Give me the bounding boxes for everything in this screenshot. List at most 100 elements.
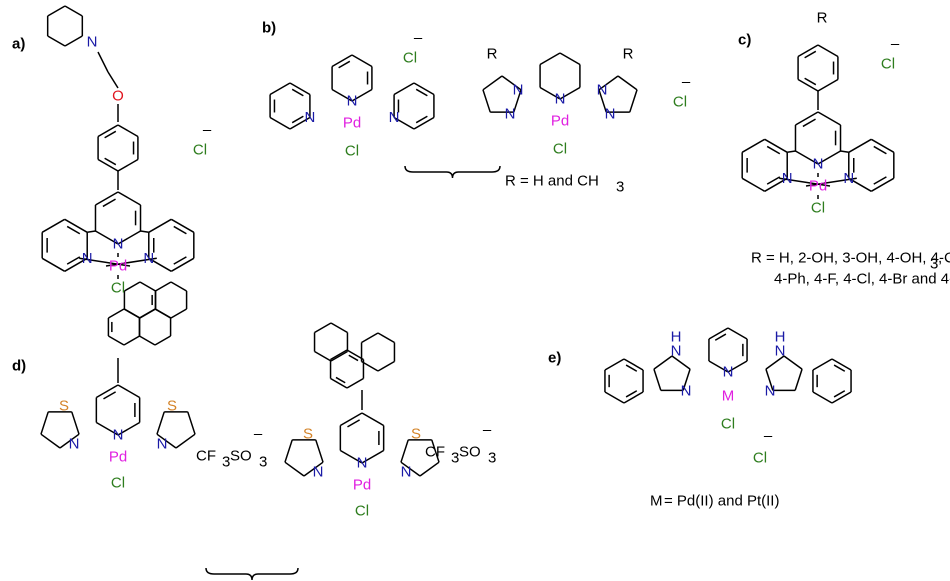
terpy-side-ring	[289, 82, 311, 96]
side-pyridine-ring	[848, 138, 872, 153]
aryl-double-bond-c	[804, 77, 817, 86]
phenyl-ring	[97, 158, 119, 172]
benzo-ring	[812, 391, 833, 404]
side-pyridine-ring	[64, 218, 88, 233]
anion-d2-sub1: 3	[451, 450, 459, 467]
d2-thiazole-ring	[400, 439, 409, 463]
d1-thiazole-ring	[156, 411, 165, 435]
caption-c1-sub: 3	[930, 256, 938, 273]
terpy-pd: Pd	[343, 115, 361, 132]
anion-d1-a: CF	[196, 448, 216, 465]
pyrene-ring-2	[170, 281, 187, 292]
phenyl-double-bond	[104, 157, 117, 166]
terpy-side-ring	[393, 82, 415, 96]
side-pyridine-ring	[41, 257, 66, 272]
aryl-ring-c	[817, 44, 839, 58]
e-central-ring	[708, 360, 729, 373]
pyrazole-ring	[482, 75, 503, 91]
metal-chloride: Cl	[811, 200, 825, 217]
pyrazole-ring	[629, 89, 638, 113]
d2-cl: Cl	[355, 503, 369, 520]
central-pyridine-ring	[795, 150, 819, 165]
pyrazole-ring	[513, 89, 522, 113]
benzo-double-bond	[625, 390, 638, 398]
central-pyridine-double-bond	[802, 118, 816, 128]
side-pyridine-double-bond	[766, 145, 781, 155]
pyrazole-ring	[482, 89, 491, 113]
e-central-ring	[708, 327, 729, 340]
phenyl-double-bond	[104, 130, 117, 139]
central-pyridine-ring	[817, 150, 841, 165]
phenanthrene-double-bond	[348, 354, 359, 362]
pz-pd-cl: Cl	[553, 141, 567, 158]
panel-label-b: b)	[262, 20, 276, 37]
d1-thiazole-ring	[187, 411, 196, 435]
pyrene-ring-3	[123, 308, 140, 319]
d2-thiazole-ring	[419, 461, 440, 477]
anion-d1-sub2: 3	[259, 454, 267, 471]
side-nitrogen: N	[843, 170, 854, 187]
d1-central-ring	[117, 384, 141, 399]
side-pyridine-ring	[870, 138, 895, 153]
aryl-double-bond-c	[804, 50, 817, 59]
terpy-side-double-bond	[291, 115, 304, 124]
terpy-side-double-bond	[415, 115, 428, 124]
piperidine-nitrogen: N	[87, 34, 98, 51]
d2-central-ring	[361, 412, 385, 427]
caption-e-rest: = Pd(II) and Pt(II)	[664, 493, 779, 510]
central-pyridine-ring	[95, 191, 119, 206]
panel-label-e: e)	[548, 350, 561, 367]
charge-e: –	[764, 428, 773, 445]
terpy-side-ring	[289, 116, 311, 130]
side-pyridine-ring	[41, 218, 66, 233]
terpy-central-ring	[351, 54, 373, 68]
metal-center: Pd	[109, 258, 127, 275]
d2-thiazole-ring	[284, 461, 305, 477]
phenyl-ring	[117, 158, 139, 172]
anion-d1-sub1: 3	[222, 454, 230, 471]
charge-b1: –	[414, 30, 423, 47]
d2-central-ring	[339, 412, 363, 427]
counterion-a: Cl	[193, 142, 207, 159]
d1-cl: Cl	[111, 475, 125, 492]
pz-central-ring	[559, 86, 581, 100]
d1-thiazole-ring	[175, 433, 196, 449]
imidazole-n: N	[765, 383, 776, 400]
d1-thiazole-ring	[156, 433, 177, 449]
pyrazole-n2: N	[505, 106, 516, 123]
central-pyridine-ring	[795, 111, 819, 126]
piperidine-ring	[47, 5, 66, 17]
imidazole-ring	[765, 368, 774, 391]
d1-thiazole-n: N	[69, 436, 80, 453]
terpy-side-ring	[413, 116, 435, 130]
caption-c1: R = H, 2-OH, 3-OH, 4-OH, 4-CH	[751, 250, 950, 267]
pyrene-ring-4	[154, 335, 171, 346]
central-pyridine-ring	[117, 191, 141, 206]
imidazole-ring	[794, 368, 803, 391]
imidazole-ring	[783, 355, 803, 370]
pyrazole-ring	[617, 75, 638, 91]
benzo-double-bond	[833, 390, 846, 398]
terpy-side-double-bond	[415, 88, 428, 97]
phenanthrene-ring-3	[330, 322, 348, 334]
e-cl: Cl	[721, 416, 735, 433]
pyrene-ring-4	[139, 308, 156, 319]
chain-bond	[107, 71, 119, 89]
phenanthrene-ring-2	[346, 349, 364, 361]
benzo-ring	[623, 358, 644, 371]
phenanthrene-ring-3	[314, 350, 332, 362]
d1-pd: Pd	[109, 449, 127, 466]
panel-label-c: c)	[738, 32, 751, 49]
central-pyridine-ring	[95, 230, 119, 245]
pyrazole-ring	[501, 75, 522, 91]
imidazole-nh: N	[775, 343, 786, 360]
d1-thiazole-ring	[59, 433, 80, 449]
caption-b-sub: 3	[616, 179, 624, 196]
pyrazole-ring	[598, 89, 607, 113]
grouping-brace	[205, 567, 299, 581]
d2-central-nitrogen: N	[357, 455, 368, 472]
d1-thiazole-ring	[40, 433, 61, 449]
d2-thiazole-s: S	[411, 426, 421, 443]
side-pyridine-ring	[170, 218, 195, 233]
